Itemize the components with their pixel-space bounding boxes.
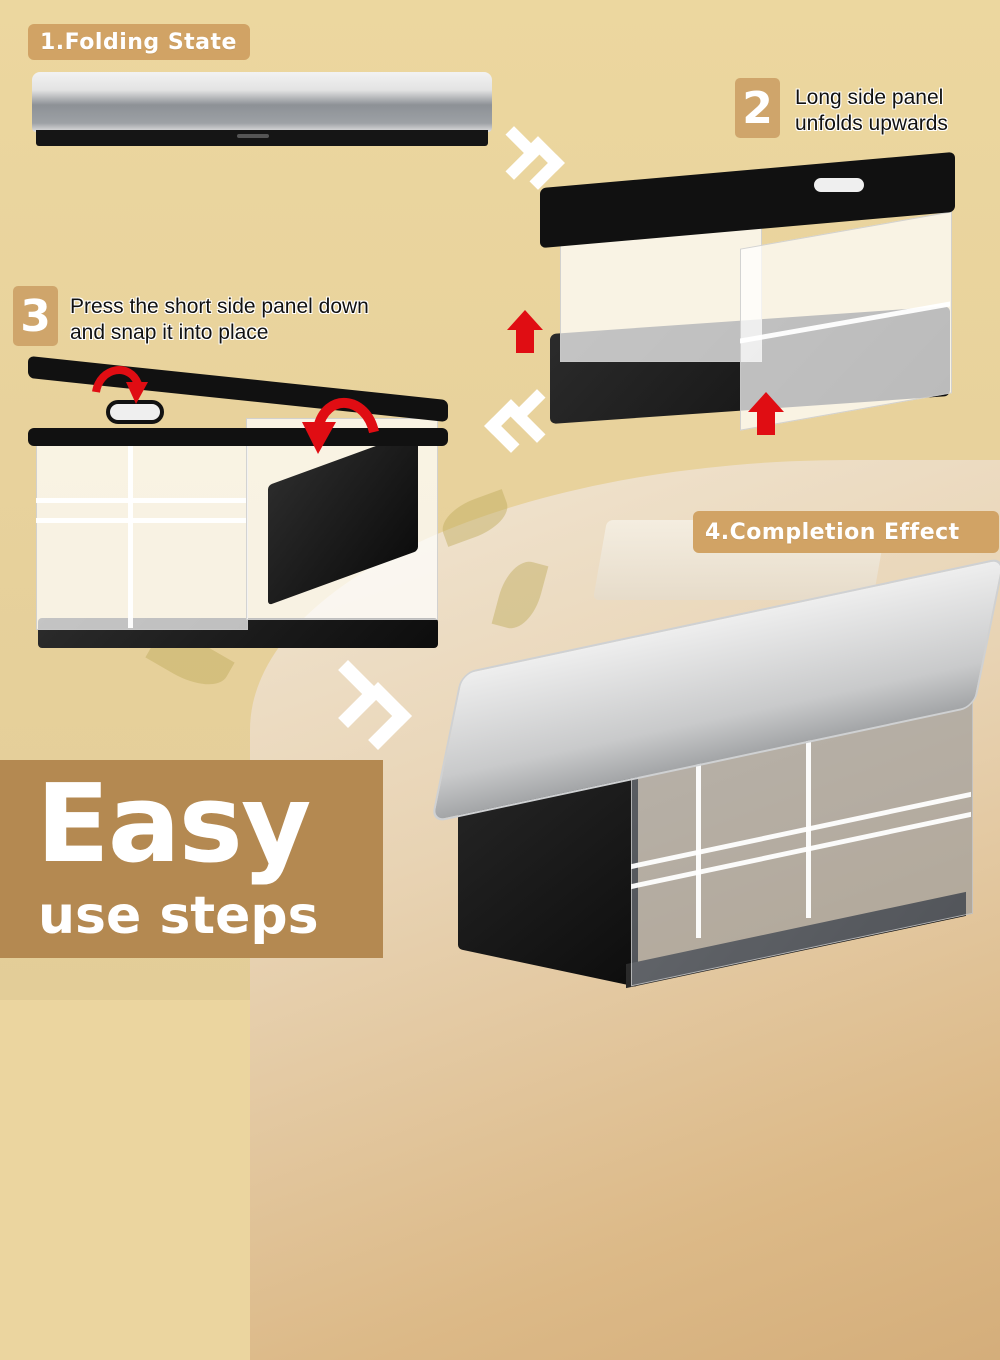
step-4-label: 4.Completion Effect: [693, 511, 999, 553]
red-up-arrow-icon: [507, 310, 543, 354]
double-chevron-right-icon: [314, 660, 412, 750]
completed-crate-image: [430, 556, 1000, 989]
folded-base: [36, 130, 488, 146]
folded-lid: [32, 72, 492, 132]
crate-handle: [106, 400, 164, 424]
nearly-assembled-crate-image: [28, 355, 448, 658]
headline-small: use steps: [38, 886, 319, 946]
half-unfolded-crate-image: [540, 150, 960, 431]
step-3-line-1: Press the short side panel down: [70, 295, 369, 318]
red-curved-down-arrow-icon: [302, 397, 379, 454]
step-3-number: 3: [20, 290, 51, 342]
folded-slot: [237, 134, 269, 138]
clear-panel-front: [36, 438, 248, 630]
crate-handle: [810, 174, 868, 196]
crate-top-rim-front: [28, 428, 448, 446]
folded-crate-image: [32, 72, 492, 150]
step-3-text: Press the short side panel down and snap…: [70, 294, 369, 346]
step-1-label-text: 1.Folding State: [40, 29, 237, 55]
panel-rib: [36, 518, 246, 523]
step-4-label-text: 4.Completion Effect: [705, 519, 960, 545]
step-3-badge: 3: [13, 286, 58, 346]
step-1-label: 1.Folding State: [28, 24, 250, 60]
double-chevron-left-icon: [478, 389, 564, 455]
red-curved-down-arrow-icon: [92, 366, 148, 404]
panel-rib: [806, 708, 811, 918]
panel-rib: [36, 498, 246, 503]
step-2-number: 2: [742, 82, 773, 134]
step-2-text: Long side panel unfolds upwards: [795, 85, 948, 137]
panel-rib: [696, 728, 701, 938]
step-3-line-2: and snap it into place: [70, 321, 269, 344]
red-up-arrow-icon: [748, 392, 784, 436]
step-2-line-1: Long side panel: [795, 86, 944, 109]
headline-panel: [0, 760, 383, 958]
panel-rib: [128, 438, 133, 628]
step-2-line-2: unfolds upwards: [795, 112, 948, 135]
headline-big: Easy: [36, 762, 311, 887]
step-2-badge: 2: [735, 78, 780, 138]
